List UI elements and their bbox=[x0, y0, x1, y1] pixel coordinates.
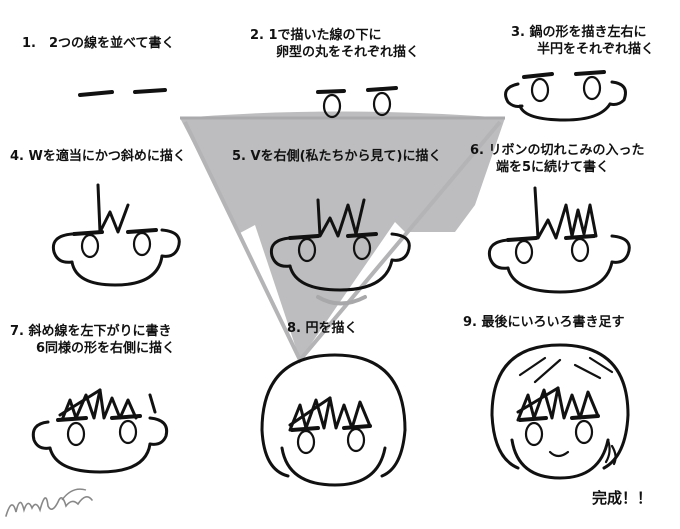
complete-label: 完成！！ bbox=[592, 489, 653, 507]
step2-drawing bbox=[316, 86, 398, 119]
step-4-caption: 4. Wを適当にかつ斜めに描く bbox=[10, 149, 186, 164]
step5-drawing bbox=[269, 198, 411, 292]
step-2-caption: 2. 1で描いた線の下に 卵型の丸をそれぞれ描く bbox=[250, 28, 420, 60]
step4-drawing bbox=[51, 183, 181, 287]
signature-mark bbox=[5, 488, 93, 517]
step1-drawing bbox=[78, 88, 167, 97]
step-3-caption: 3. 鍋の形を描き左右に 半円をそれぞれ描く bbox=[511, 25, 655, 57]
step9-drawing bbox=[490, 343, 630, 480]
signature bbox=[2, 478, 102, 528]
step6-drawing bbox=[487, 186, 631, 294]
step-8-caption: 8. 円を描く bbox=[287, 321, 358, 336]
step8-drawing bbox=[260, 353, 407, 487]
step-6-caption: 6. リボンの切れこみの入った 端を5に続けて書く bbox=[470, 143, 645, 175]
step3-drawing bbox=[504, 70, 627, 122]
step-5-caption: 5. Vを右側(私たちから見て)に描く bbox=[232, 149, 442, 164]
step-9-caption: 9. 最後にいろいろ書き足す bbox=[463, 315, 625, 330]
step-7-caption: 7. 斜め線を左下がりに書き 6同様の形を右側に描く bbox=[10, 324, 176, 356]
step7-drawing bbox=[31, 388, 169, 474]
step-1-caption: 1. 2つの線を並べて書く bbox=[22, 36, 175, 51]
